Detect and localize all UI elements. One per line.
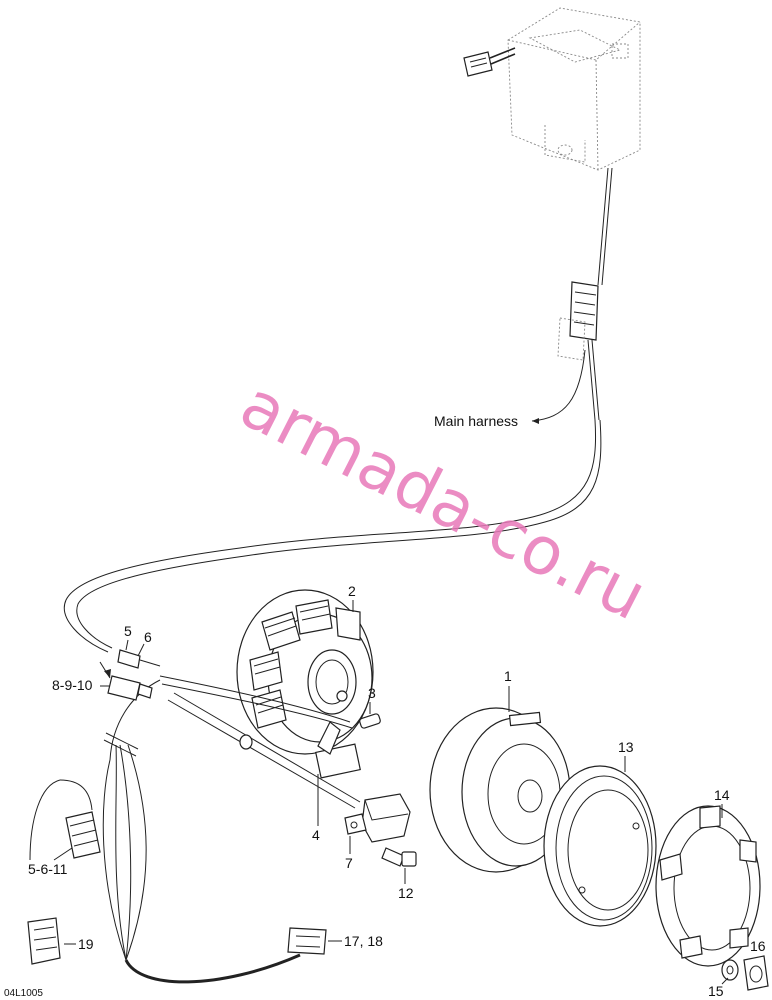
callout-15: 15 (708, 983, 724, 999)
coil-screw (381, 847, 417, 867)
callout-5-6-11: 5-6-11 (28, 861, 68, 877)
connector-5-6 (117, 649, 161, 669)
callout-3: 3 (368, 685, 376, 701)
callout-14: 14 (714, 787, 730, 803)
callout-8-9-10: 8-9-10 (52, 677, 93, 693)
callout-19: 19 (78, 936, 94, 952)
harness-connector (557, 281, 600, 421)
callout-13: 13 (618, 739, 634, 755)
label-main-harness: Main harness (434, 413, 518, 429)
wire-bundle (29, 732, 301, 984)
stator-screw (359, 713, 381, 729)
callout-2: 2 (348, 583, 356, 599)
stator-assembly (236, 589, 374, 779)
module-connector (463, 47, 516, 77)
callout-7: 7 (345, 855, 353, 871)
callout-5: 5 (124, 623, 132, 639)
callout-12: 12 (398, 885, 414, 901)
connector-5-6-11 (65, 811, 101, 859)
connector-8-9-10 (99, 661, 153, 701)
callout-4: 4 (312, 827, 320, 843)
ring-gear (543, 765, 657, 927)
connector-19 (27, 917, 61, 965)
connector-17-18 (287, 927, 327, 955)
trigger-coil (344, 793, 411, 843)
washer (721, 959, 739, 981)
callout-1: 1 (504, 668, 512, 684)
starter-cup (655, 805, 761, 967)
flywheel-bolt (743, 955, 769, 991)
callout-17-18: 17, 18 (344, 933, 383, 949)
flywheel (429, 707, 571, 873)
ignition-module-ghost (507, 7, 641, 171)
callout-16: 16 (750, 938, 766, 954)
diagram-code: 04L1005 (4, 988, 43, 999)
callout-6: 6 (144, 629, 152, 645)
